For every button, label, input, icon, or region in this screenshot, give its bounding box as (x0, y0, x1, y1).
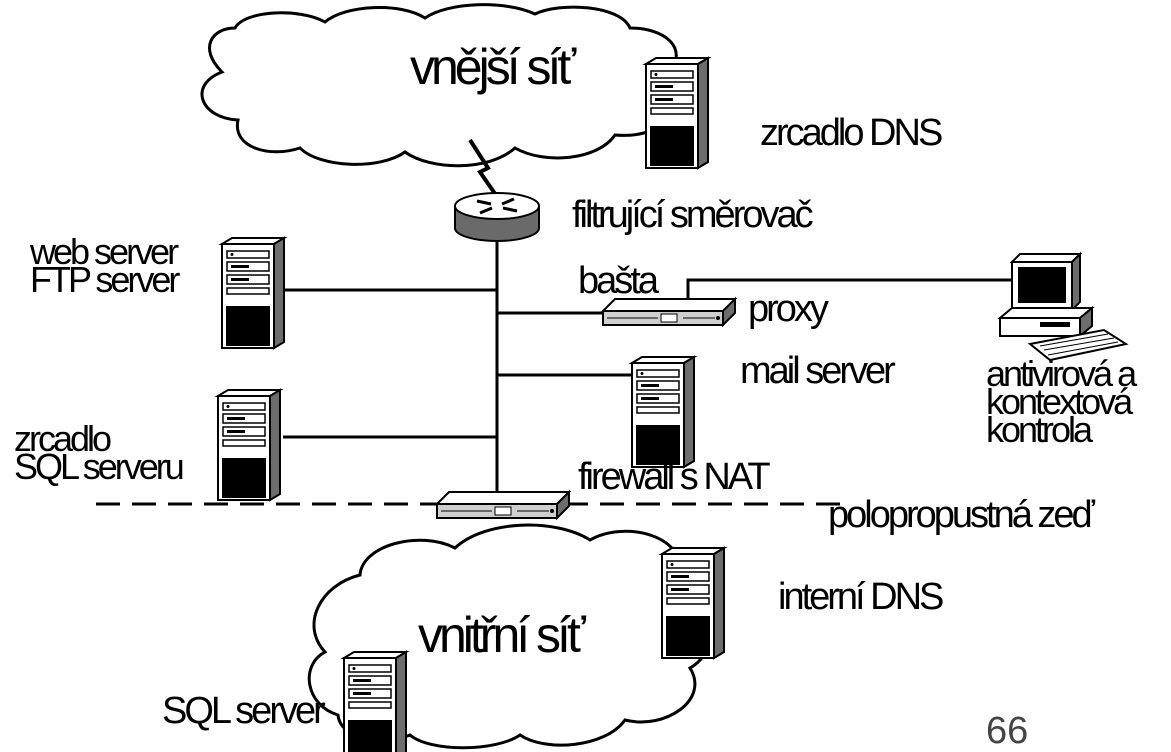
proxy-label: proxy (748, 288, 829, 330)
workstation-icon (997, 251, 1129, 362)
semipermeable-wall-label: polopropustná zeď (828, 494, 1095, 536)
server-tower-icon (631, 356, 695, 468)
sql-mirror-line-2: SQL serveru (14, 446, 185, 488)
server-tower-icon (645, 57, 709, 169)
bastion-label: bašta (578, 260, 659, 302)
antivirus-line-2: kontextová (986, 381, 1133, 423)
page-number: 66 (986, 710, 1029, 752)
antivirus-line-3: kontrola (986, 409, 1093, 451)
firewall-nat-label: firewall s NAT (578, 456, 771, 498)
server-tower-icon (661, 547, 725, 659)
inner-network-label: vnitřní síť (418, 607, 586, 663)
dns-mirror-label: zrcadlo DNS (760, 112, 943, 154)
internal-dns-label: interní DNS (778, 576, 944, 618)
antivirus-label: antivirová a kontextová kontrola (986, 353, 1137, 451)
web-ftp-server-label: web server FTP server (30, 231, 180, 301)
antivirus-line-1: antivirová a (986, 353, 1137, 394)
sql-mirror-label: zrcadlo SQL serveru (14, 418, 185, 488)
inner-network-cloud (307, 523, 714, 750)
server-tower-icon (217, 389, 281, 501)
ftp-server-label: FTP server (30, 259, 180, 301)
network-appliance-icon (436, 491, 570, 519)
server-tower-icon (343, 651, 407, 752)
web-server-label: web server (30, 231, 179, 272)
sql-server-label: SQL server (162, 690, 326, 732)
mail-server-label: mail server (740, 350, 896, 392)
router-icon (454, 192, 540, 242)
lightning-link-icon (468, 138, 500, 200)
filtering-router-label: filtrující směrovač (572, 194, 814, 236)
outer-network-label: vnější síť (410, 39, 576, 95)
network-appliance-icon (602, 298, 736, 326)
server-tower-icon (221, 237, 285, 349)
sql-mirror-line-1: zrcadlo (14, 418, 112, 459)
outer-network-cloud (200, 3, 682, 168)
